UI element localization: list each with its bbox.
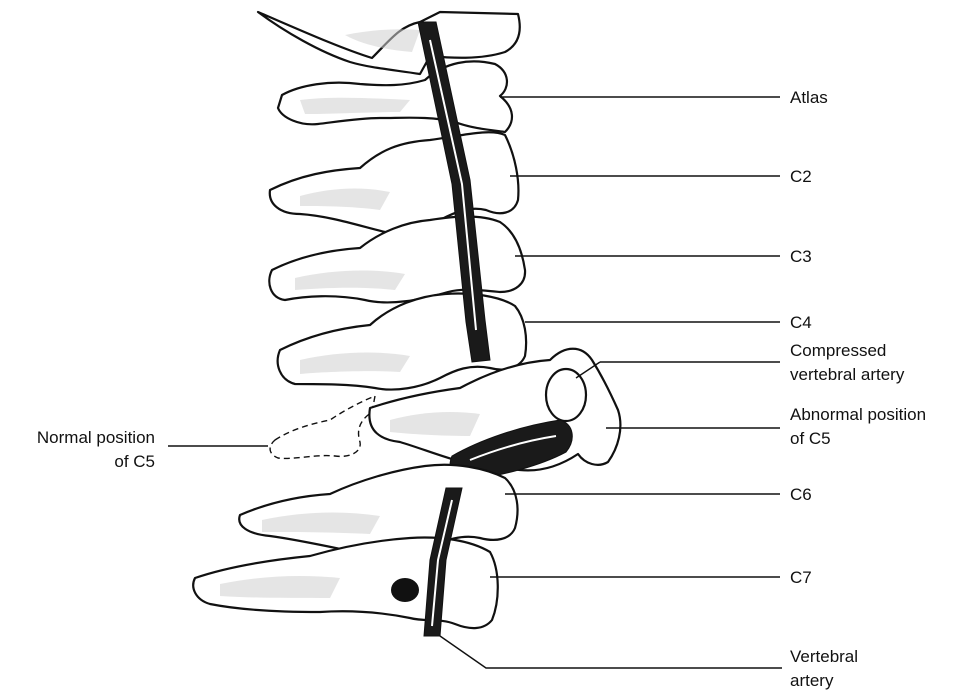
- normal-c5-outline: [270, 396, 375, 458]
- c7-foramen-shadow: [391, 578, 419, 602]
- label-c6: C6: [790, 485, 812, 504]
- atlas-vertebra: [278, 61, 512, 132]
- label-normal-2: of C5: [114, 452, 155, 471]
- label-normal-1: Normal position: [37, 428, 155, 447]
- label-c3: C3: [790, 247, 812, 266]
- vertebral-leader: [440, 636, 782, 668]
- label-abnormal-1: Abnormal position: [790, 405, 926, 424]
- label-abnormal-2: of C5: [790, 429, 831, 448]
- label-compressed-1: Compressed: [790, 341, 886, 360]
- label-compressed-2: vertebral artery: [790, 365, 905, 384]
- label-vertebral-2: artery: [790, 671, 834, 690]
- label-c4: C4: [790, 313, 812, 332]
- label-c7: C7: [790, 568, 812, 587]
- c5-facet: [546, 369, 586, 421]
- label-vertebral-1: Vertebral: [790, 647, 858, 666]
- label-atlas: Atlas: [790, 88, 828, 107]
- label-c2: C2: [790, 167, 812, 186]
- c3-vertebra: [269, 217, 525, 303]
